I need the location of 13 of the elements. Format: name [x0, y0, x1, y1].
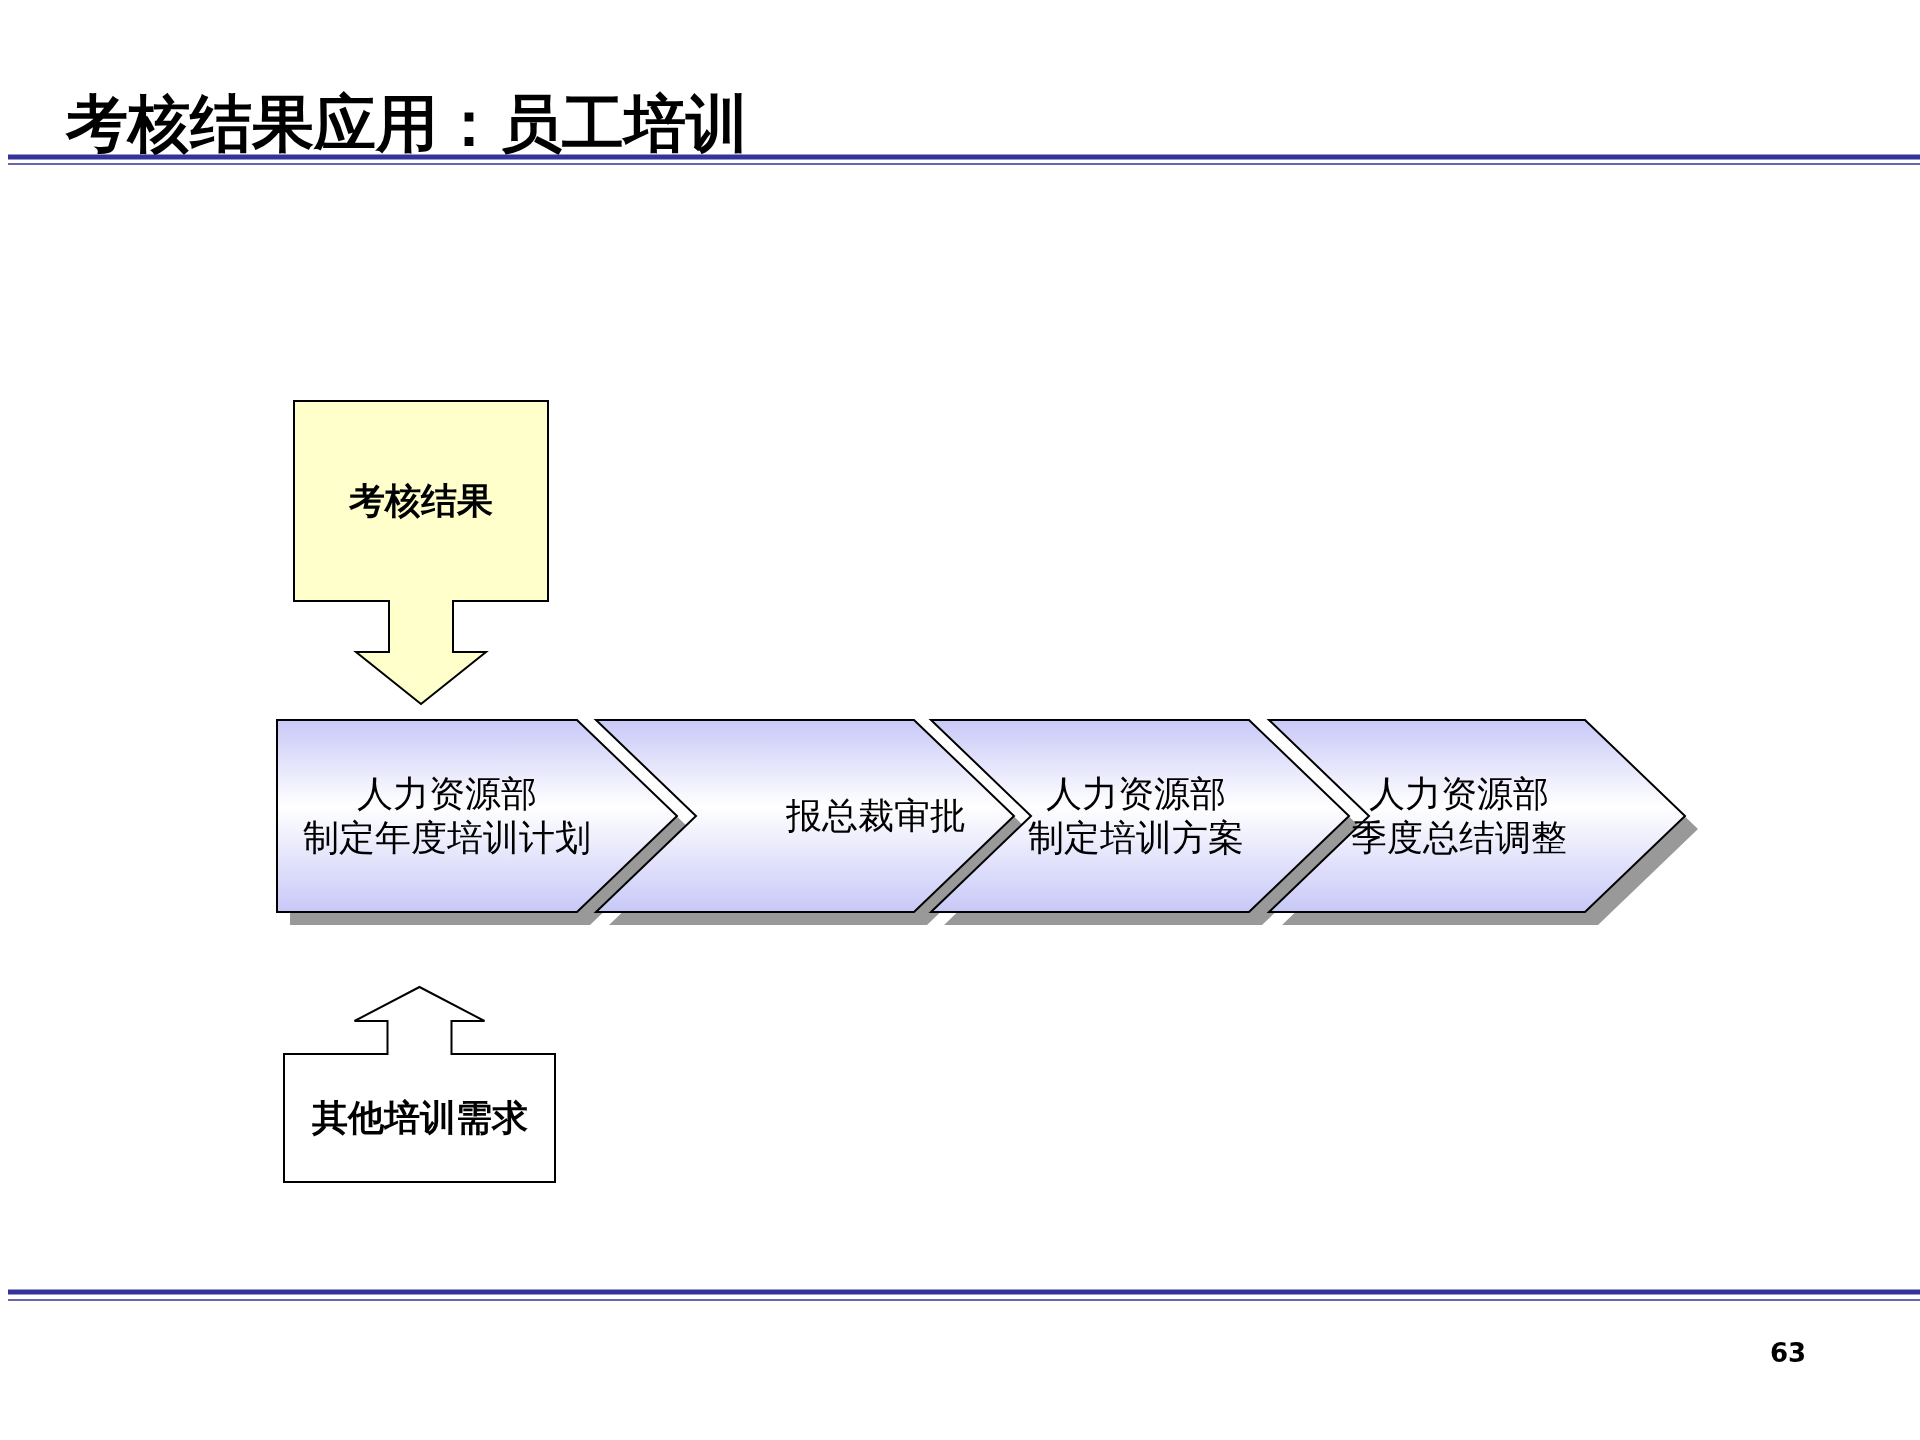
- page-number: 63: [1770, 1338, 1807, 1368]
- step-text: 制定年度培训计划: [303, 816, 591, 860]
- step-text: 制定培训方案: [1028, 816, 1244, 860]
- step-text: 人力资源部: [357, 772, 537, 816]
- step-text: 人力资源部: [1369, 772, 1549, 816]
- block-arrow: [353, 599, 489, 706]
- box-text: 考核结果: [348, 479, 494, 523]
- step-text: 季度总结调整: [1351, 816, 1567, 860]
- step-text: 人力资源部: [1046, 772, 1226, 816]
- box-text: 其他培训需求: [310, 1096, 529, 1140]
- block-arrow: [353, 985, 486, 1056]
- slide-title: 考核结果应用：员工培训: [66, 86, 748, 162]
- step-text: 报总裁审批: [786, 794, 966, 838]
